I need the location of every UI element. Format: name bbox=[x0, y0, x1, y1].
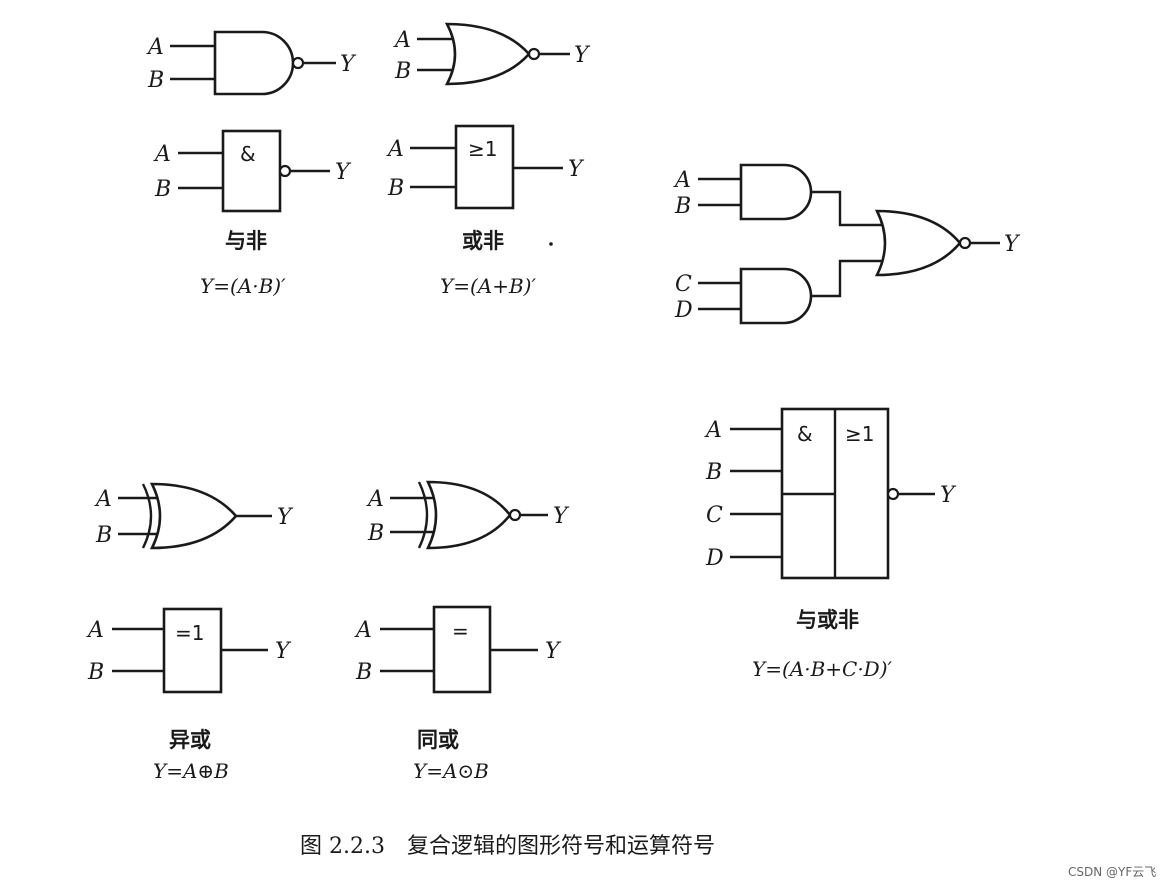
or-symbol: ≥1 bbox=[845, 422, 874, 446]
nand-gate-distinctive: A B Y bbox=[146, 30, 357, 96]
aoi-gate-distinctive: A B C D Y bbox=[673, 163, 1021, 325]
xnor-gate-distinctive: A B Y bbox=[366, 480, 570, 550]
nor-gate-iec: ≥1 A B Y bbox=[386, 124, 585, 210]
nor-name: 或非 bbox=[462, 229, 504, 253]
nand-name: 与非 bbox=[225, 229, 267, 253]
output-y-label: Y bbox=[335, 160, 352, 185]
input-a-label: A bbox=[146, 35, 164, 60]
xnor-name: 同或 bbox=[417, 728, 459, 752]
input-a-label: A bbox=[366, 487, 384, 512]
nor-expression: Y=(A+B)′ bbox=[440, 274, 536, 298]
input-a-label: A bbox=[704, 418, 722, 443]
output-y-label: Y bbox=[940, 483, 957, 508]
xnor-expression: Y=A⊙B bbox=[413, 759, 489, 783]
input-b-label: B bbox=[154, 177, 171, 202]
input-b-label: B bbox=[147, 68, 164, 93]
output-y-label: Y bbox=[574, 43, 591, 68]
xor-gate-iec: =1 A B Y bbox=[86, 607, 292, 694]
aoi-gate-iec: & ≥1 A B C D Y bbox=[704, 407, 957, 580]
aoi-name: 与或非 bbox=[796, 608, 859, 632]
xor-expression: Y=A⊕B bbox=[153, 759, 229, 783]
watermark: CSDN @YF云飞 bbox=[1068, 865, 1156, 879]
input-b-label: B bbox=[87, 660, 104, 685]
nand-gate-iec: & A B Y bbox=[153, 129, 352, 213]
xor-symbol: =1 bbox=[175, 621, 204, 645]
input-a-label: A bbox=[153, 142, 171, 167]
output-y-label: Y bbox=[545, 639, 562, 664]
input-a-label: A bbox=[86, 618, 104, 643]
input-a-label: A bbox=[94, 487, 112, 512]
input-b-label: B bbox=[95, 523, 112, 548]
input-d-label: D bbox=[705, 546, 724, 571]
input-d-label: D bbox=[674, 298, 693, 323]
output-y-label: Y bbox=[568, 157, 585, 182]
output-y-label: Y bbox=[277, 505, 294, 530]
or-symbol: ≥1 bbox=[468, 137, 497, 161]
xor-name: 异或 bbox=[169, 728, 211, 752]
nand-expression: Y=(A·B)′ bbox=[200, 274, 286, 298]
output-y-label: Y bbox=[553, 504, 570, 529]
input-b-label: B bbox=[387, 176, 404, 201]
figure-caption: 图 2.2.3 复合逻辑的图形符号和运算符号 bbox=[300, 834, 715, 859]
speck-dot bbox=[549, 242, 553, 246]
input-a-label: A bbox=[386, 137, 404, 162]
input-a-label: A bbox=[354, 618, 372, 643]
and-symbol: & bbox=[240, 142, 256, 166]
xnor-symbol: = bbox=[452, 619, 469, 643]
nor-gate-distinctive: A B Y bbox=[393, 22, 591, 86]
input-b-label: B bbox=[394, 59, 411, 84]
input-b-label: B bbox=[367, 521, 384, 546]
input-b-label: B bbox=[355, 660, 372, 685]
input-b-label: B bbox=[705, 460, 722, 485]
xnor-gate-iec: = A B Y bbox=[354, 605, 562, 694]
aoi-expression: Y=(A·B+C·D)′ bbox=[752, 657, 893, 681]
input-c-label: C bbox=[675, 272, 692, 297]
and-symbol: & bbox=[797, 422, 813, 446]
xor-gate-distinctive: A B Y bbox=[94, 482, 294, 550]
input-c-label: C bbox=[706, 503, 723, 528]
output-y-label: Y bbox=[1004, 232, 1021, 257]
input-a-label: A bbox=[393, 28, 411, 53]
output-y-label: Y bbox=[275, 639, 292, 664]
output-y-label: Y bbox=[340, 52, 357, 77]
input-b-label: B bbox=[674, 194, 691, 219]
input-a-label: A bbox=[673, 168, 691, 193]
